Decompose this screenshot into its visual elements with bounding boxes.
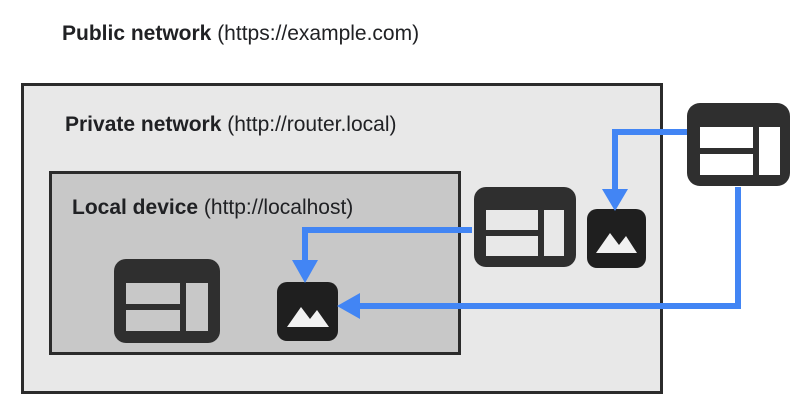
browser-window-icon [687,103,790,186]
local-device-zone: Local device (http://localhost) [49,171,461,355]
public-network-label-origin: (https://example.com) [211,22,420,45]
image-resource-icon [587,209,646,268]
local-device-label-origin: (http://localhost) [198,196,354,219]
private-network-zone: Private network (http://router.local) Lo… [21,83,663,394]
public-network-label-strong: Public network [62,22,212,45]
private-network-label-strong: Private network [65,113,222,136]
public-network-label: Public network (https://example.com) [62,20,419,48]
local-device-label: Local device (http://localhost) [72,194,353,222]
browser-window-icon [474,187,576,267]
private-network-label: Private network (http://router.local) [65,111,396,139]
private-network-label-origin: (http://router.local) [221,113,397,136]
local-device-label-strong: Local device [72,196,199,219]
browser-window-icon [114,259,220,343]
image-resource-icon [277,282,338,341]
